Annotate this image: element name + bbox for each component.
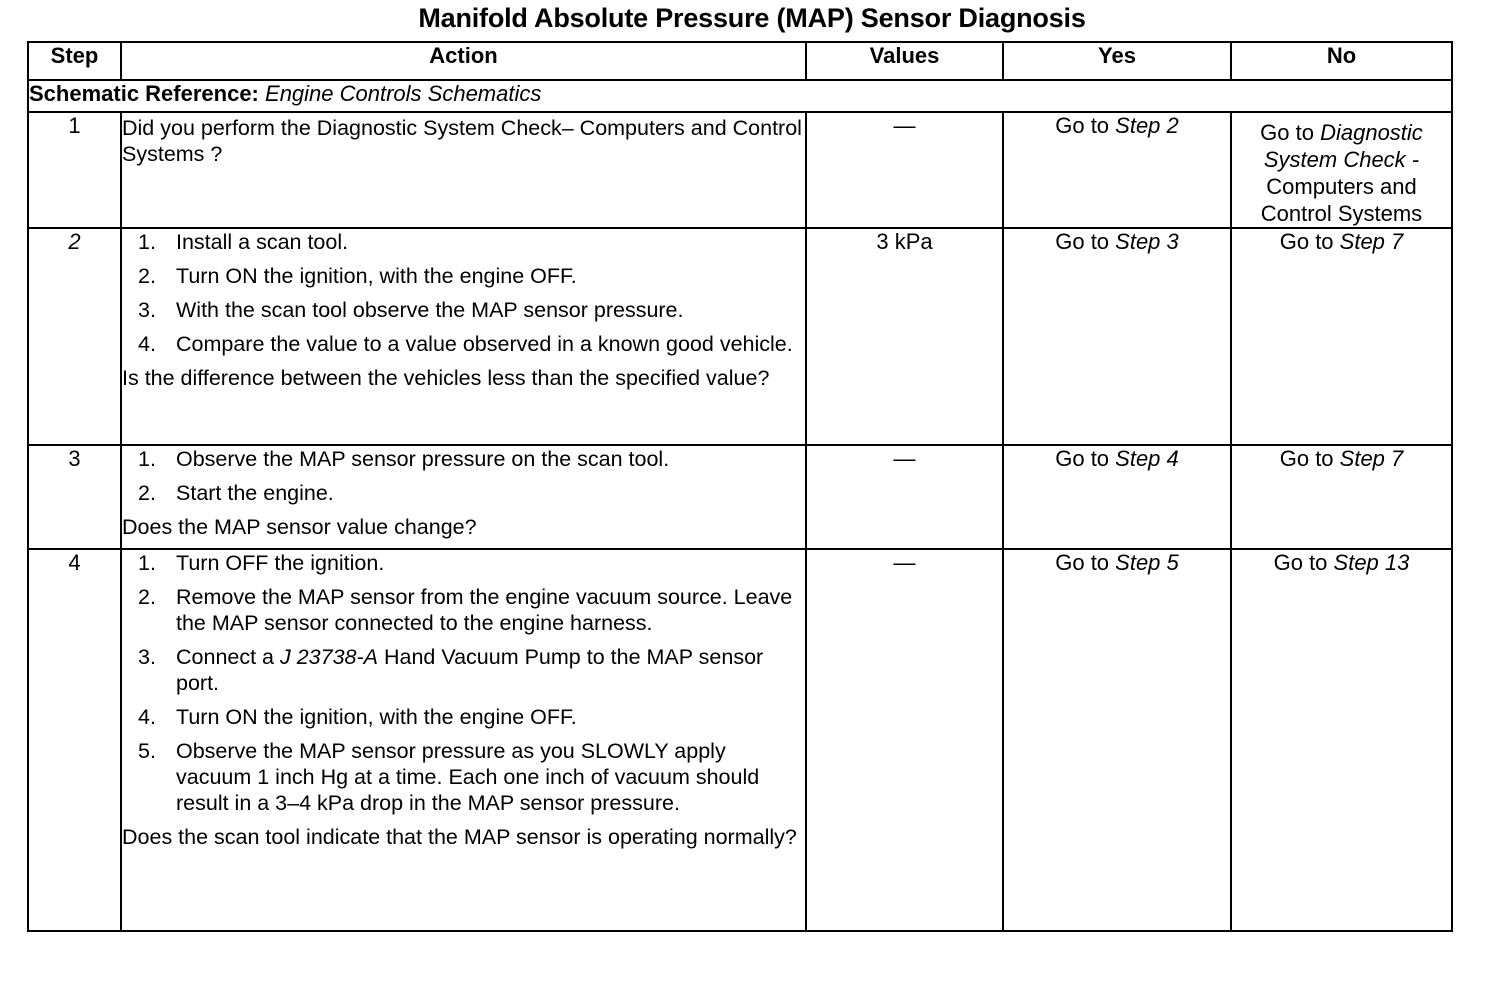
list-item-text: Turn ON the ignition, with the engine OF… bbox=[176, 264, 577, 288]
tool-part-number: J 23738-A bbox=[279, 645, 378, 669]
values-cell: — bbox=[805, 548, 1004, 932]
list-item-number: 3. bbox=[138, 645, 156, 669]
yes-prefix: Go to bbox=[1055, 446, 1116, 471]
list-item: 2. Remove the MAP sensor from the engine … bbox=[122, 584, 805, 636]
action-question: Does the MAP sensor value change? bbox=[122, 515, 477, 539]
no-prefix: Go to bbox=[1260, 120, 1321, 145]
list-item-text: Install a scan tool. bbox=[176, 230, 349, 254]
list-item-number: 1. bbox=[138, 551, 156, 575]
column-header-yes: Yes bbox=[1002, 41, 1232, 81]
list-item: 4. Compare the value to a value observed … bbox=[122, 331, 805, 357]
action-cell: Did you perform the Diagnostic System Ch… bbox=[120, 111, 807, 229]
values-cell: — bbox=[805, 111, 1004, 229]
yes-target: Step 3 bbox=[1115, 229, 1179, 254]
schematic-reference-label: Schematic Reference: bbox=[29, 81, 259, 106]
action-cell: 1. Observe the MAP sensor pressure on the… bbox=[120, 444, 807, 550]
list-item-text: Start the engine. bbox=[176, 481, 334, 505]
action-question: Is the difference between the vehicles l… bbox=[122, 366, 770, 390]
no-target-italic: Step 13 bbox=[1333, 550, 1410, 575]
no-cell: Go to Diagnostic System Check - Computer… bbox=[1230, 111, 1453, 229]
list-item: 4. Turn ON the ignition, with the engine … bbox=[122, 704, 805, 730]
values-cell: — bbox=[805, 444, 1004, 550]
list-item-text: Turn ON the ignition, with the engine OF… bbox=[176, 705, 577, 729]
action-step-list: 1. Install a scan tool. 2. Turn ON the ign… bbox=[122, 229, 805, 357]
list-item-number: 4. bbox=[138, 332, 156, 356]
no-target-italic: Diagnostic System Check - bbox=[1263, 120, 1423, 172]
list-item-text: Observe the MAP sensor pressure as you S… bbox=[176, 739, 760, 815]
schematic-reference-cell: Schematic Reference: Engine Controls Sch… bbox=[27, 79, 1453, 113]
step-number: 4 bbox=[27, 548, 122, 932]
no-target-italic: Step 7 bbox=[1339, 229, 1404, 254]
list-item: 3. Connect a J 23738-A Hand Vacuum Pump t… bbox=[122, 644, 805, 696]
no-prefix: Go to bbox=[1279, 446, 1340, 471]
list-item: 5. Observe the MAP sensor pressure as you… bbox=[122, 738, 805, 816]
yes-prefix: Go to bbox=[1055, 113, 1116, 138]
list-item: 2. Turn ON the ignition, with the engine … bbox=[122, 263, 805, 289]
table-row: 3 1. Observe the MAP sensor pressure on t… bbox=[27, 444, 1453, 550]
list-item: 1. Observe the MAP sensor pressure on the… bbox=[122, 446, 805, 472]
action-cell: 1. Turn OFF the ignition. 2. Remove the MA… bbox=[120, 548, 807, 932]
list-item-number: 5. bbox=[138, 739, 156, 763]
list-item-text: Remove the MAP sensor from the engine va… bbox=[176, 585, 793, 635]
no-target-suffix: Computers and Control Systems bbox=[1260, 174, 1423, 226]
yes-prefix: Go to bbox=[1055, 550, 1116, 575]
no-target-italic: Step 7 bbox=[1339, 446, 1404, 471]
list-item-text: Turn OFF the ignition. bbox=[176, 551, 385, 575]
action-question: Did you perform the Diagnostic System Ch… bbox=[122, 116, 802, 166]
list-item-text-pre: Connect a bbox=[176, 645, 280, 669]
column-header-action: Action bbox=[120, 41, 807, 81]
list-item-text: Observe the MAP sensor pressure on the s… bbox=[176, 447, 670, 471]
action-step-list: 1. Turn OFF the ignition. 2. Remove the MA… bbox=[122, 550, 805, 816]
no-cell: Go to Step 7 bbox=[1230, 444, 1453, 550]
list-item-number: 1. bbox=[138, 447, 156, 471]
yes-target: Step 4 bbox=[1115, 446, 1179, 471]
list-item: 1. Turn OFF the ignition. bbox=[122, 550, 805, 576]
list-item-text: With the scan tool observe the MAP senso… bbox=[176, 298, 684, 322]
schematic-reference-value: Engine Controls Schematics bbox=[265, 81, 542, 106]
list-item: 2. Start the engine. bbox=[122, 480, 805, 506]
yes-cell: Go to Step 4 bbox=[1002, 444, 1232, 550]
no-cell: Go to Step 7 bbox=[1230, 227, 1453, 446]
yes-target: Step 2 bbox=[1115, 113, 1179, 138]
step-number: 3 bbox=[27, 444, 122, 550]
step-number: 2 bbox=[27, 227, 122, 446]
no-prefix: Go to bbox=[1273, 550, 1334, 575]
column-header-step: Step bbox=[27, 41, 122, 81]
yes-prefix: Go to bbox=[1055, 229, 1116, 254]
action-question: Does the scan tool indicate that the MAP… bbox=[122, 825, 797, 849]
yes-target: Step 5 bbox=[1115, 550, 1179, 575]
values-cell: 3 kPa bbox=[805, 227, 1004, 446]
list-item-text-post: Hand Vacuum Pump to the MAP sensor port. bbox=[176, 645, 764, 695]
list-item-number: 2. bbox=[138, 481, 156, 505]
list-item-number: 2. bbox=[138, 585, 156, 609]
list-item-number: 1. bbox=[138, 230, 156, 254]
list-item-number: 4. bbox=[138, 705, 156, 729]
list-item: 1. Install a scan tool. bbox=[122, 229, 805, 255]
schematic-reference-row: Schematic Reference: Engine Controls Sch… bbox=[27, 79, 1453, 113]
step-number-text: 2 bbox=[68, 229, 81, 254]
table-row: 4 1. Turn OFF the ignition. 2. Remove the … bbox=[27, 548, 1453, 932]
table-row: 1 Did you perform the Diagnostic System … bbox=[27, 111, 1453, 229]
no-prefix: Go to bbox=[1279, 229, 1340, 254]
table-header-row: Step Action Values Yes No bbox=[27, 41, 1453, 81]
column-header-no: No bbox=[1230, 41, 1453, 81]
yes-cell: Go to Step 3 bbox=[1002, 227, 1232, 446]
no-cell: Go to Step 13 bbox=[1230, 548, 1453, 932]
action-step-list: 1. Observe the MAP sensor pressure on the… bbox=[122, 446, 805, 506]
table-row: 2 1. Install a scan tool. 2. Turn ON the i… bbox=[27, 227, 1453, 446]
action-cell: 1. Install a scan tool. 2. Turn ON the ign… bbox=[120, 227, 807, 446]
yes-cell: Go to Step 5 bbox=[1002, 548, 1232, 932]
yes-cell: Go to Step 2 bbox=[1002, 111, 1232, 229]
list-item-number: 3. bbox=[138, 298, 156, 322]
diagnostic-table: Step Action Values Yes No Schematic Refe… bbox=[27, 41, 1453, 932]
page-title: Manifold Absolute Pressure (MAP) Sensor … bbox=[418, 3, 1086, 33]
column-header-values: Values bbox=[805, 41, 1004, 81]
list-item-text: Compare the value to a value observed in… bbox=[176, 332, 793, 356]
list-item: 3. With the scan tool observe the MAP sen… bbox=[122, 297, 805, 323]
step-number: 1 bbox=[27, 111, 122, 229]
list-item-number: 2. bbox=[138, 264, 156, 288]
